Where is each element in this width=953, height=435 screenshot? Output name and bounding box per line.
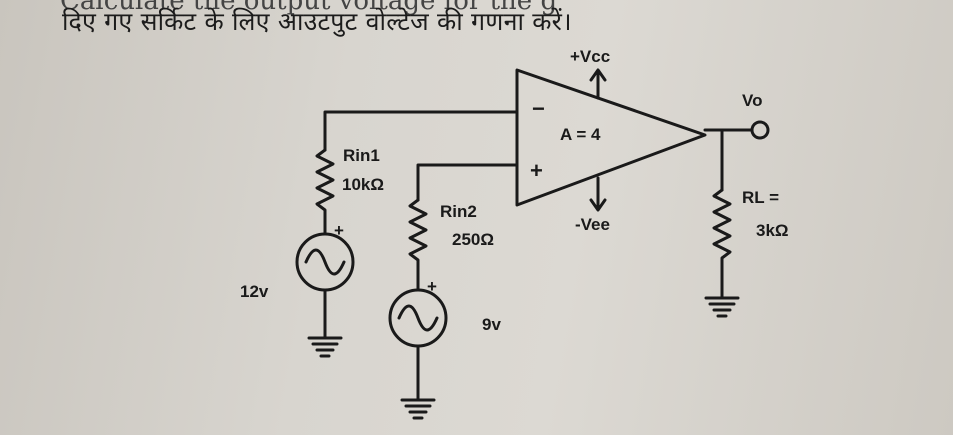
minus-input-sign: − xyxy=(532,96,545,121)
rin1-resistor xyxy=(315,148,335,236)
ground-icon-rl xyxy=(704,288,740,318)
v1-label: 12v xyxy=(240,282,269,301)
gain-label: A = 4 xyxy=(560,125,601,144)
v1-plus-sign: + xyxy=(334,221,344,240)
cut-off-english-question: Calculate the output voltage for the g xyxy=(60,0,558,16)
vcc-arrow-icon xyxy=(589,68,607,100)
output-terminal xyxy=(750,120,770,140)
v2-wave-icon xyxy=(397,304,439,332)
rin1-name: Rin1 xyxy=(343,146,380,165)
op-amp-triangle xyxy=(515,68,707,207)
inverting-wire xyxy=(323,110,519,152)
v1-wave-icon xyxy=(304,248,346,276)
plus-input-sign: + xyxy=(530,158,543,183)
vo-label: Vo xyxy=(742,91,762,110)
v2-plus-sign: + xyxy=(427,277,437,296)
rl-value: 3kΩ xyxy=(756,221,789,240)
vee-arrow-icon xyxy=(589,176,607,212)
rin2-name: Rin2 xyxy=(440,202,477,221)
rin2-resistor xyxy=(408,198,428,292)
v2-label: 9v xyxy=(482,315,501,334)
rin1-value: 10kΩ xyxy=(342,175,384,194)
ground-icon-v1 xyxy=(307,336,343,358)
rin2-value: 250Ω xyxy=(452,230,494,249)
vcc-label: +Vcc xyxy=(570,47,610,66)
ground-icon-v2 xyxy=(400,398,436,420)
rl-resistor xyxy=(712,188,732,292)
rl-name: RL = xyxy=(742,188,779,207)
vee-label: -Vee xyxy=(575,215,610,234)
noninverting-wire xyxy=(416,163,519,202)
hindi-question: दिए गए सर्किट के लिए आउटपुट वोल्टेज की ग… xyxy=(62,7,572,36)
